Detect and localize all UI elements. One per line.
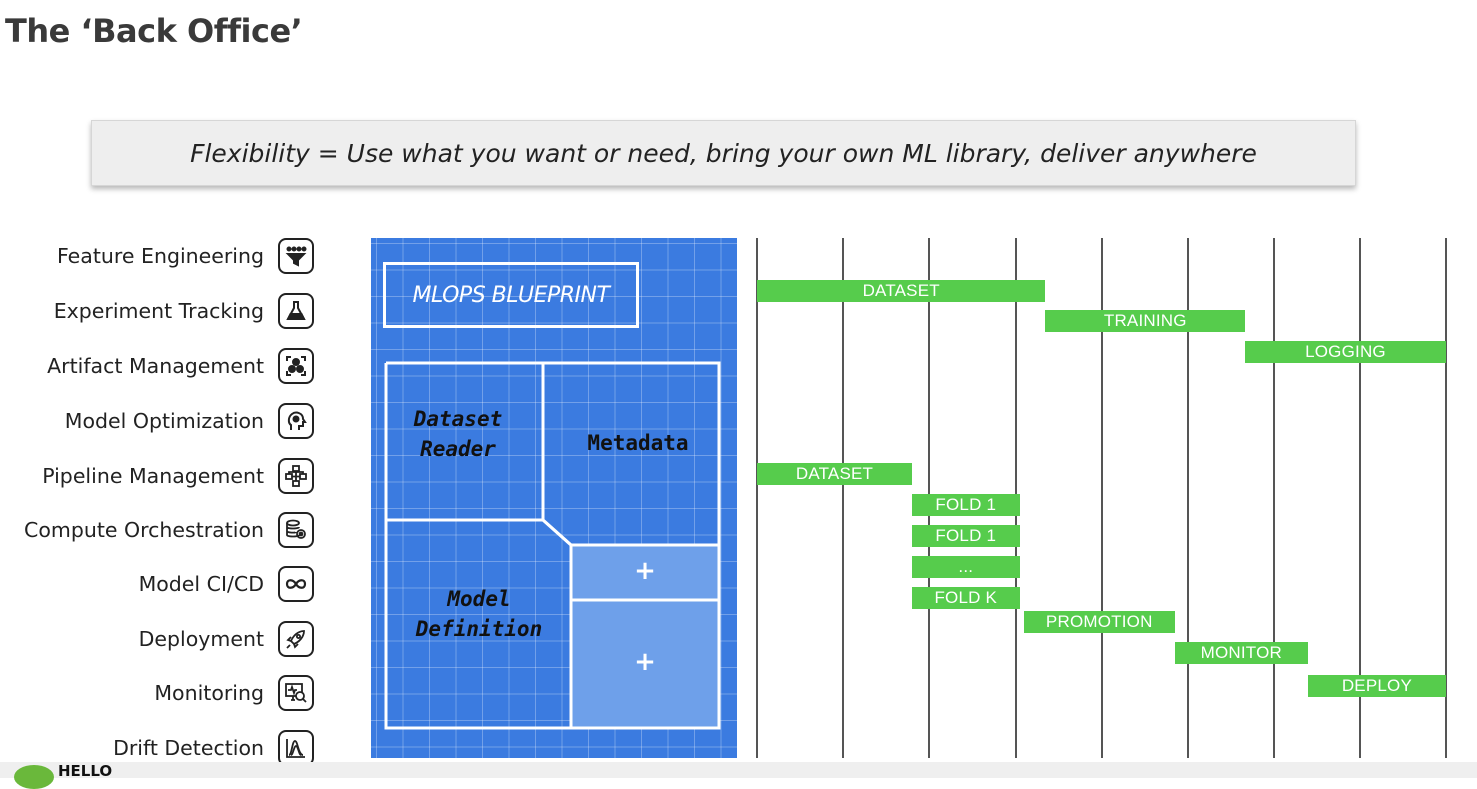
timeline-bar-fold-1: FOLD 1 xyxy=(911,525,1020,547)
flexibility-banner: Flexibility = Use what you want or need,… xyxy=(91,120,1356,186)
blueprint-title: MLOPS BLUEPRINT xyxy=(383,262,639,328)
timeline-gridline xyxy=(1359,238,1361,758)
timeline-bar-dataset: DATASET xyxy=(757,280,1046,302)
footer-bar xyxy=(0,762,1477,778)
feature-label: Drift Detection xyxy=(113,736,264,760)
feature-item: Pipeline Management xyxy=(0,456,314,496)
rocket-icon xyxy=(278,621,314,657)
feature-item: Drift Detection xyxy=(0,728,314,768)
feature-label: Deployment xyxy=(138,627,264,651)
feature-item: Deployment xyxy=(0,619,314,659)
add-large-icon[interactable]: + xyxy=(634,647,656,677)
dataset-reader-line-1: Dataset xyxy=(413,407,503,431)
page-title: The ‘Back Office’ xyxy=(5,12,303,50)
feature-item: Model Optimization xyxy=(0,401,314,441)
feature-label: Artifact Management xyxy=(47,354,264,378)
timeline-bar-: ... xyxy=(911,556,1020,578)
blueprint-frame xyxy=(384,361,721,730)
timeline-bar-training: TRAINING xyxy=(1045,310,1246,332)
infinity-icon xyxy=(278,566,314,602)
feature-label: Experiment Tracking xyxy=(53,299,264,323)
artifact-icon xyxy=(278,348,314,384)
metadata-label: Metadata xyxy=(587,431,689,455)
database-gear-icon xyxy=(278,512,314,548)
brain-gear-icon xyxy=(278,403,314,439)
timeline-bar-monitor: MONITOR xyxy=(1174,642,1309,664)
timeline-gridline xyxy=(1445,238,1447,758)
timeline-gridline xyxy=(1273,238,1275,758)
timeline-gridline xyxy=(756,238,758,758)
feature-list: Feature Engineering Experiment Tracking … xyxy=(0,0,330,778)
timeline-bar-deploy: DEPLOY xyxy=(1308,675,1446,697)
flask-icon xyxy=(278,293,314,329)
timeline-gridline xyxy=(842,238,844,758)
feature-item: Model CI/CD xyxy=(0,564,314,604)
feature-item: Monitoring xyxy=(0,673,314,713)
add-small-icon[interactable]: + xyxy=(634,556,656,586)
timeline-bar-fold-k: FOLD K xyxy=(911,587,1020,609)
logo-text: HELLO xyxy=(58,762,113,780)
model-definition-label: Model Definition xyxy=(401,584,557,644)
flowchart-icon xyxy=(278,458,314,494)
feature-item: Feature Engineering xyxy=(0,236,314,276)
model-definition-line-2: Definition xyxy=(415,617,543,641)
feature-label: Model Optimization xyxy=(64,409,264,433)
feature-item: Artifact Management xyxy=(0,346,314,386)
feature-label: Compute Orchestration xyxy=(24,518,264,542)
distribution-icon xyxy=(278,730,314,766)
feature-item: Experiment Tracking xyxy=(0,291,314,331)
timeline-gridline xyxy=(1101,238,1103,758)
model-definition-line-1: Model xyxy=(447,587,511,611)
dataset-reader-label: Dataset Reader xyxy=(393,404,523,464)
feature-label: Monitoring xyxy=(154,681,264,705)
feature-item: Compute Orchestration xyxy=(0,510,314,550)
feature-engineering-icon xyxy=(278,238,314,274)
timeline-bar-fold-1: FOLD 1 xyxy=(911,494,1020,516)
timeline-chart: DATASET TRAINING LOGGING DATASET FOLD 1 FOLD … xyxy=(740,238,1477,758)
monitor-search-icon xyxy=(278,675,314,711)
feature-label: Feature Engineering xyxy=(57,244,264,268)
timeline-gridline xyxy=(1187,238,1189,758)
feature-label: Model CI/CD xyxy=(138,572,264,596)
feature-label: Pipeline Management xyxy=(42,464,264,488)
timeline-bar-dataset: DATASET xyxy=(757,463,912,485)
mlops-blueprint: MLOPS BLUEPRINT Dataset Reader Metadata … xyxy=(371,238,737,758)
timeline-bar-logging: LOGGING xyxy=(1245,341,1446,363)
brand-logo-icon xyxy=(14,765,54,789)
dataset-reader-line-2: Reader xyxy=(420,437,496,461)
timeline-bar-promotion: PROMOTION xyxy=(1023,611,1175,633)
